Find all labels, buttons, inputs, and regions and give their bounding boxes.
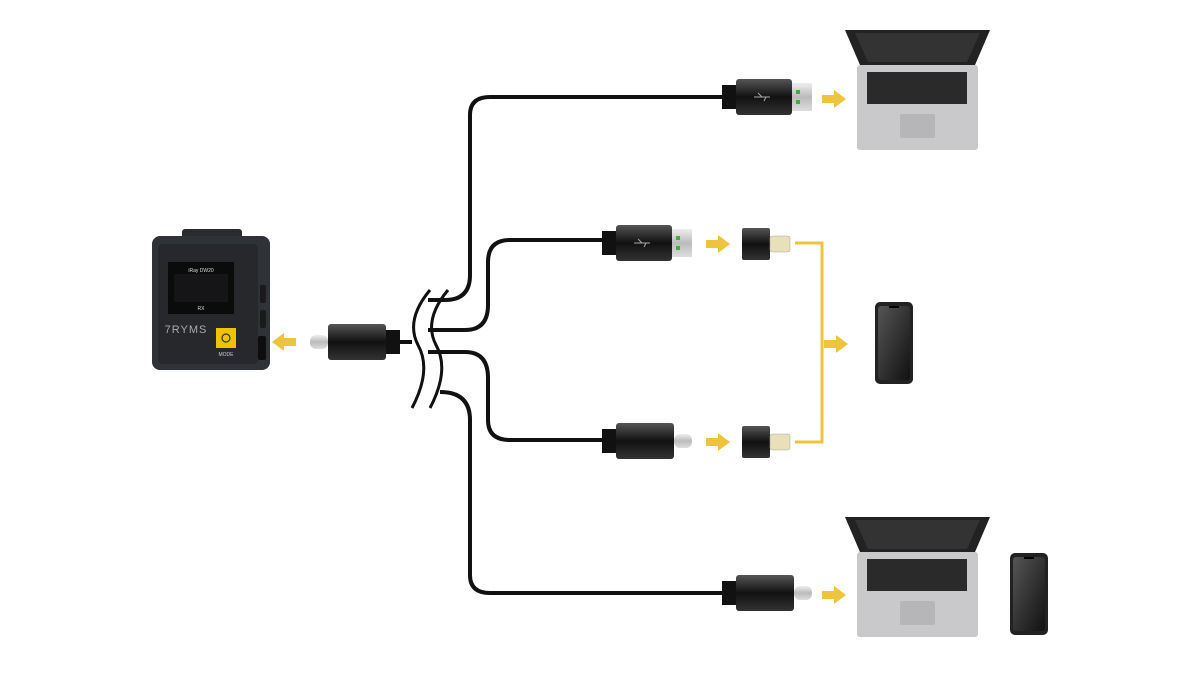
screen-mode: RX xyxy=(198,306,206,312)
arrow-to-phone xyxy=(824,335,848,353)
phone-2 xyxy=(1010,553,1048,635)
lightning-adapter-2 xyxy=(741,425,791,459)
bracket xyxy=(795,241,824,444)
power-icon xyxy=(221,333,231,343)
arrow-4 xyxy=(822,586,846,604)
cables xyxy=(400,95,722,595)
receiver-device: iRay DW20 RX 7RYMS MODE xyxy=(152,229,270,370)
phone-1 xyxy=(875,302,913,384)
laptop-2 xyxy=(845,517,990,637)
usb-c-plug-3 xyxy=(602,423,692,459)
arrow-2 xyxy=(706,235,730,253)
screen-title: iRay DW20 xyxy=(188,268,214,274)
usb-c-plug-4 xyxy=(722,575,812,611)
usb-a-plug-1 xyxy=(721,78,813,116)
laptop-1 xyxy=(845,30,990,150)
arrow-1 xyxy=(822,90,846,108)
usb-c-plug-main xyxy=(310,324,400,360)
mode-label: MODE xyxy=(219,352,235,358)
arrow-3 xyxy=(706,433,730,451)
arrow-to-device xyxy=(272,333,296,351)
power-mode-button[interactable] xyxy=(216,328,236,348)
brand-logo: 7RYMS xyxy=(165,324,208,336)
usb-a-plug-2 xyxy=(601,224,693,262)
lightning-adapter-1 xyxy=(741,227,791,261)
